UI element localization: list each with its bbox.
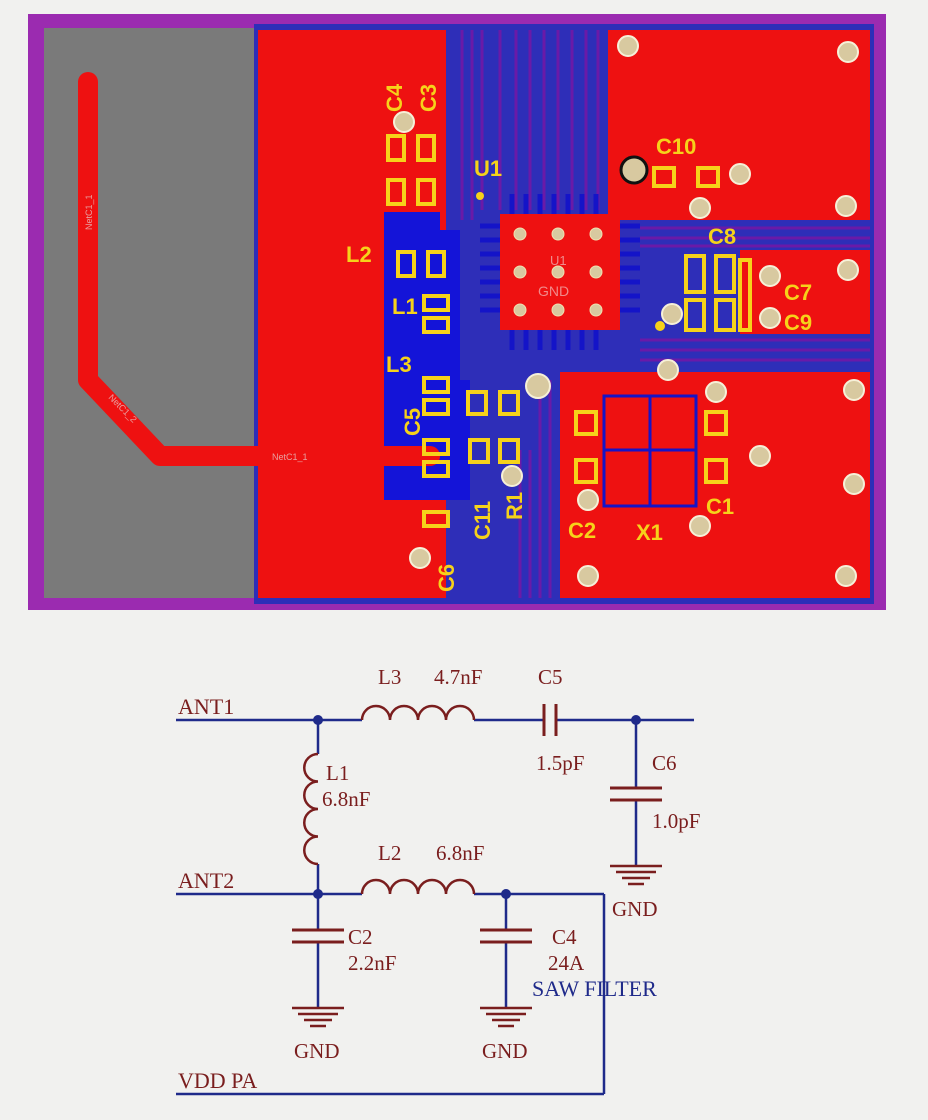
- antenna-trace: [78, 72, 440, 466]
- l3-value: 4.7nF: [434, 665, 482, 689]
- footprint-c4: [386, 134, 406, 162]
- footprint-x1: [602, 394, 698, 508]
- designator-l2: L2: [346, 242, 372, 267]
- inductor-l3: [360, 704, 476, 721]
- designator-r1: R1: [502, 492, 527, 520]
- designator-c11: C11: [470, 501, 495, 540]
- bus-traces-top: [460, 30, 600, 220]
- vias: [393, 35, 865, 587]
- net-label-c: NetC1_1: [272, 452, 308, 462]
- footprint-c9: [738, 258, 752, 332]
- inductor-l1: [303, 752, 319, 866]
- schematic-wires: [176, 718, 694, 1096]
- designator-c10: C10: [656, 134, 696, 159]
- footprint-c5-top: [466, 390, 488, 416]
- c5-value: 1.5pF: [536, 751, 584, 775]
- designator-x1: X1: [636, 520, 663, 545]
- keepout-area: [44, 28, 254, 598]
- ic-thermal-vias: [513, 227, 603, 317]
- designator-l3: L3: [386, 352, 412, 377]
- net-label-a: NetC1_1: [84, 194, 94, 230]
- rf-schematic: ANT1 ANT2 VDD PA L3 4.7nF C5 1.5pF C6 1.…: [176, 665, 700, 1096]
- ground-symbol-c4: [480, 1006, 532, 1028]
- capacitor-c6: [610, 786, 662, 802]
- u1-marker: [476, 192, 484, 200]
- ground-symbol-c6: [610, 864, 662, 886]
- ic-gnd-pad-label: GND: [538, 283, 569, 299]
- footprint-c2a: [574, 410, 598, 436]
- designator-c8: C8: [708, 224, 736, 249]
- c5-ref: C5: [538, 665, 563, 689]
- net-vdd-pa: VDD PA: [178, 1068, 257, 1093]
- c2-ref: C2: [348, 925, 373, 949]
- capacitor-c5: [542, 704, 558, 736]
- l1-value: 6.8nF: [322, 787, 370, 811]
- ground-symbol-c2: [292, 1006, 344, 1028]
- designator-c2: C2: [568, 518, 596, 543]
- c4-value: 24A: [548, 951, 585, 975]
- copper-pour-right-bottom: [560, 372, 870, 598]
- net-ant1: ANT1: [178, 694, 234, 719]
- gnd-c2: GND: [294, 1039, 340, 1063]
- footprint-c3: [386, 178, 406, 206]
- designator-c9: C9: [784, 310, 812, 335]
- designator-c7: C7: [784, 280, 812, 305]
- designator-c1: C1: [706, 494, 734, 519]
- ic-u1-pins: [480, 194, 640, 350]
- junctions: [313, 715, 641, 899]
- designator-c5: C5: [400, 408, 425, 436]
- footprint-c7: [684, 298, 706, 332]
- l2-value: 6.8nF: [436, 841, 484, 865]
- footprint-c11: [468, 438, 490, 464]
- designator-c6: C6: [434, 564, 459, 592]
- net-ant2: ANT2: [178, 868, 234, 893]
- capacitor-c2: [292, 928, 344, 944]
- footprint-c1: [704, 410, 728, 436]
- footprint-c10: [652, 166, 676, 188]
- gnd-c4: GND: [482, 1039, 528, 1063]
- footprints: [386, 134, 752, 528]
- l3-ref: L3: [378, 665, 401, 689]
- l1-ref: L1: [326, 761, 349, 785]
- footprint-l3: [422, 376, 450, 394]
- pin1-marker: [655, 321, 665, 331]
- ic-u1-pad-label: U1: [550, 253, 567, 268]
- gnd-c6: GND: [612, 897, 658, 921]
- capacitor-c4: [480, 928, 532, 944]
- c6-ref: C6: [652, 751, 677, 775]
- fiducial-via: [619, 155, 649, 185]
- c4-ref: C4: [552, 925, 577, 949]
- c2-value: 2.2nF: [348, 951, 396, 975]
- footprint-l2: [396, 250, 416, 278]
- c6-value: 1.0pF: [652, 809, 700, 833]
- footprint-c8: [684, 254, 706, 294]
- inductor-l2: [360, 878, 476, 895]
- designator-c3: C3: [416, 84, 441, 112]
- designator-c4: C4: [382, 83, 407, 112]
- matching-network-pad: [384, 212, 470, 500]
- saw-filter-label: SAW FILTER: [532, 976, 657, 1001]
- pcb-layout: U1 GND NetC1_1 NetC1_2 NetC1_1: [28, 14, 886, 610]
- copper-pour-right-top: [608, 30, 870, 220]
- footprint-l1: [422, 294, 450, 312]
- bus-traces-right: [640, 226, 870, 362]
- designator-l1: L1: [392, 294, 418, 319]
- l2-ref: L2: [378, 841, 401, 865]
- footprint-c6b: [422, 510, 450, 528]
- designator-u1: U1: [474, 156, 502, 181]
- footprint-c6: [422, 438, 450, 456]
